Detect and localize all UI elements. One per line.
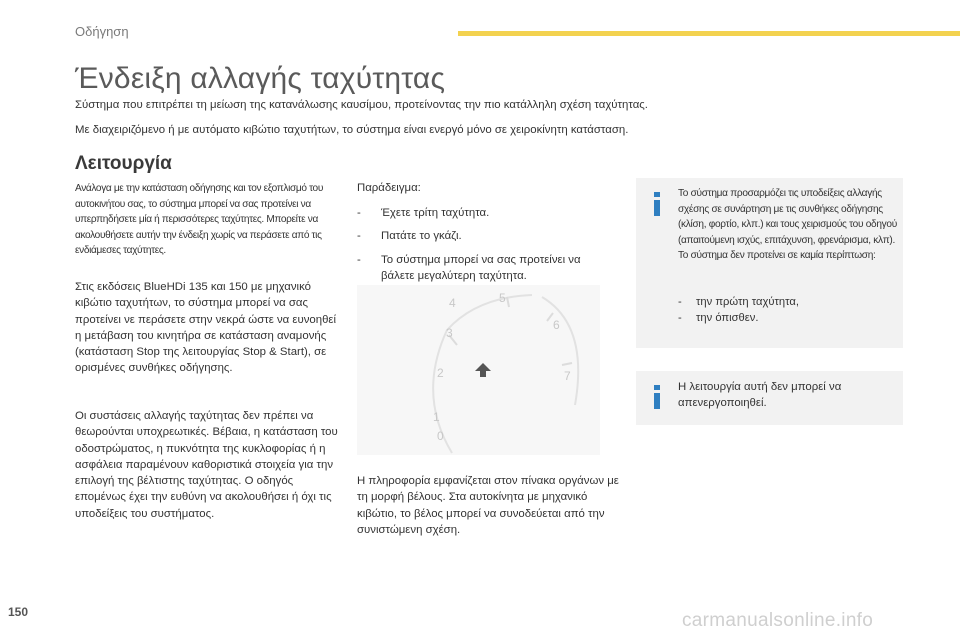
info-list-item: - την όπισθεν.: [678, 310, 900, 326]
info-list-item: - την πρώτη ταχύτητα,: [678, 294, 900, 310]
operation-paragraph-2: Οι συστάσεις αλλαγής ταχύτητας δεν πρέπε…: [75, 410, 338, 520]
example-title: Παράδειγμα:: [357, 182, 421, 194]
info-list-item-text: την όπισθεν.: [696, 312, 759, 324]
info-box-conditions: Το σύστημα προσαρμόζει τις υποδείξεις αλ…: [636, 178, 903, 348]
operation-paragraph-1: Στις εκδόσεις BlueHDi 135 και 150 με μηχ…: [75, 281, 337, 375]
info-icon: [654, 192, 660, 216]
tachometer-illustration: 0 1 2 3 4 5 6 7: [357, 285, 600, 455]
bullet-dash: -: [678, 312, 682, 324]
upshift-arrow-icon: [475, 363, 491, 377]
bullet-dash: -: [678, 296, 682, 308]
watermark: carmanualsonline.info: [682, 610, 874, 631]
operation-condensed-note: Ανάλογα με την κατάσταση οδήγησης και το…: [75, 183, 323, 256]
bullet-text: Έχετε τρίτη ταχύτητα.: [381, 207, 490, 219]
gauge-number: 3: [446, 326, 453, 340]
info-box-text: Η λειτουργία αυτή δεν μπορεί να απενεργο…: [678, 381, 842, 410]
bullet-dash: -: [357, 207, 361, 219]
tachometer-graphic: 0 1 2 3 4 5 6 7: [432, 291, 580, 454]
info-box-text: Το σύστημα προσαρμόζει τις υποδείξεις αλ…: [678, 188, 897, 261]
gauge-number: 2: [437, 366, 444, 380]
info-box-deactivation: Η λειτουργία αυτή δεν μπορεί να απενεργο…: [636, 371, 903, 425]
intro-line-2: Με διαχειριζόμενο ή με αυτόματο κιβώτιο …: [75, 124, 629, 136]
info-list-item-text: την πρώτη ταχύτητα,: [696, 296, 799, 308]
operation-heading: Λειτουργία: [75, 153, 172, 174]
gauge-number: 5: [499, 291, 506, 305]
gauge-number: 1: [433, 410, 440, 424]
gauge-number: 0: [437, 429, 444, 443]
gauge-number: 6: [553, 318, 560, 332]
info-box-list: - την πρώτη ταχύτητα, - την όπισθεν.: [678, 294, 900, 326]
gauge-number: 4: [449, 296, 456, 310]
header-accent-rule: [458, 31, 960, 36]
page-number: 150: [8, 605, 29, 619]
bullet-text: Πατάτε το γκάζι.: [381, 230, 462, 242]
section-label: Οδήγηση: [75, 24, 129, 39]
example-caption: Η πληροφορία εμφανίζεται στον πίνακα οργ…: [357, 475, 619, 536]
page-title: Ένδειξη αλλαγής ταχύτητας: [75, 62, 446, 95]
gauge-number: 7: [564, 369, 571, 383]
bullet-text: Το σύστημα μπορεί να σας προτείνει να βά…: [381, 254, 581, 283]
intro-line-1: Σύστημα που επιτρέπει τη μείωση της κατα…: [75, 99, 648, 111]
bullet-dash: -: [357, 254, 361, 266]
bullet-dash: -: [357, 230, 361, 242]
info-icon: [654, 385, 660, 409]
